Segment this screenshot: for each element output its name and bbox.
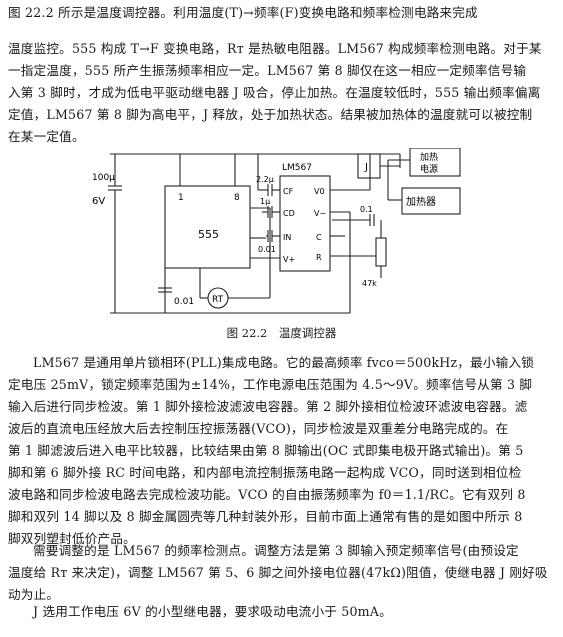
pin-r-label: R	[316, 253, 322, 262]
thermistor-label: RT	[212, 295, 224, 305]
load-top-label-2: 电源	[420, 163, 438, 175]
text-line: J 选用工作电压 6V 的小型继电器，要求吸动电流小于 50mA。	[33, 604, 392, 619]
text-line: 波电路和同步检波电路去完成检波功能。VCO 的自由振荡频率为 f0＝1.1/RC…	[8, 487, 526, 502]
cap-cd-label: 1μ	[260, 197, 270, 206]
pin-vm-label: V−	[314, 209, 326, 218]
text-line: 脚和第 6 脚外接 RC 时间电路，和内部电流控制振荡电路一起构成 VCO，同时…	[8, 465, 522, 480]
text-line: 第 1 脚滤波后进入电平比较器，比较结果由第 8 脚输出(OC 式即集电极开路式…	[8, 443, 524, 458]
cap-in-label: 0.01	[258, 245, 276, 254]
pin-8-label: 8	[234, 193, 240, 203]
text-line: 需要调整的是 LM567 的频率检测点。调整方法是第 3 脚输入预定频率信号(由…	[33, 543, 519, 558]
text-line: 定电压 25mV，锁定频率范围为±14%，工作电源电压范围为 4.5～9V。频率…	[8, 377, 533, 392]
relay-paragraph: J 选用工作电压 6V 的小型继电器，要求吸动电流小于 50mA。	[8, 601, 557, 623]
circuit-diagram: 100μ 6V 1 8 555 0.01 RT LM567 2.2μ 1μ 0.…	[92, 148, 461, 314]
text-line: 波后的直流电压经放大后去控制压控振荡器(VCO)，同步检波是双重差分电路完成的。…	[8, 421, 509, 436]
text-line: 脚双列塑封低价产品。	[8, 531, 136, 546]
pot-label: 47k	[362, 279, 377, 288]
heater-label: 加热器	[406, 195, 436, 208]
lm567-description-paragraph: LM567 是通用单片锁相环(PLL)集成电路。它的最高频率 fvco＝500k…	[8, 352, 557, 550]
text-line: 温度监控。555 构成 T→F 变换电路，Rт 是热敏电阻器。LM567 构成频…	[8, 41, 542, 56]
cap-r-label: 0.1	[360, 205, 373, 214]
pin-1-label: 1	[178, 193, 184, 203]
supply-cap-label: 100μ	[92, 173, 115, 183]
text-line: 温度给 Rт 来决定)，调整 LM567 第 5、6 脚之间外接电位器(47kΩ…	[8, 565, 548, 580]
figure-caption: 图 22.2 温度调控器	[226, 326, 337, 340]
pin-in-label: IN	[283, 233, 291, 242]
pin-vo-label: V0	[314, 187, 325, 196]
text-line: 输入后进行同步检波。第 1 脚外接检波滤波电容器。第 2 脚外接相位检波环滤波电…	[8, 399, 528, 414]
text-line: 图 22.2 所示是温度调控器。利用温度(T)→频率(F)变换电路和频率检测电路…	[8, 5, 478, 20]
text-line: 定值，LM567 第 8 脚为高电平，J 释放，处于加热状态。结果被加热体的温度…	[8, 107, 533, 122]
pin-c-label: C	[316, 233, 322, 242]
text-line: 在某一定值。	[8, 129, 85, 144]
text-line: 动为止。	[8, 587, 60, 602]
intro-paragraph: 图 22.2 所示是温度调控器。利用温度(T)→频率(F)变换电路和频率检测电路…	[8, 2, 557, 24]
load-top-label-1: 加热	[420, 151, 438, 163]
chip-567-label: LM567	[282, 163, 312, 173]
pin-vp-label: V+	[283, 255, 295, 264]
chip-555-label: 555	[198, 228, 219, 241]
text-line: 入第 3 脚时，才成为低电平驱动继电器 J 吸合，停止加热。在温度较低时，555…	[8, 85, 541, 100]
text-line: 脚和双列 14 脚以及 8 脚金属圆壳等几种封装外形，目前市面上通常有售的是如图…	[8, 509, 523, 524]
relay-label: J	[364, 162, 368, 173]
function-paragraph: 温度监控。555 构成 T→F 变换电路，Rт 是热敏电阻器。LM567 构成频…	[8, 38, 557, 148]
pin-cd-label: CD	[283, 209, 295, 218]
adjustment-paragraph: 需要调整的是 LM567 的频率检测点。调整方法是第 3 脚输入预定频率信号(由…	[8, 540, 557, 606]
pin-cf-label: CF	[283, 187, 294, 196]
text-line: LM567 是通用单片锁相环(PLL)集成电路。它的最高频率 fvco＝500k…	[33, 355, 535, 370]
timing-cap-label: 0.01	[174, 297, 194, 307]
cap-cf-label: 2.2μ	[256, 175, 274, 184]
text-line: 一指定温度，555 所产生振荡频率相应一定。LM567 第 8 脚仅在这一相应一…	[8, 63, 527, 78]
supply-voltage-label: 6V	[92, 196, 105, 207]
